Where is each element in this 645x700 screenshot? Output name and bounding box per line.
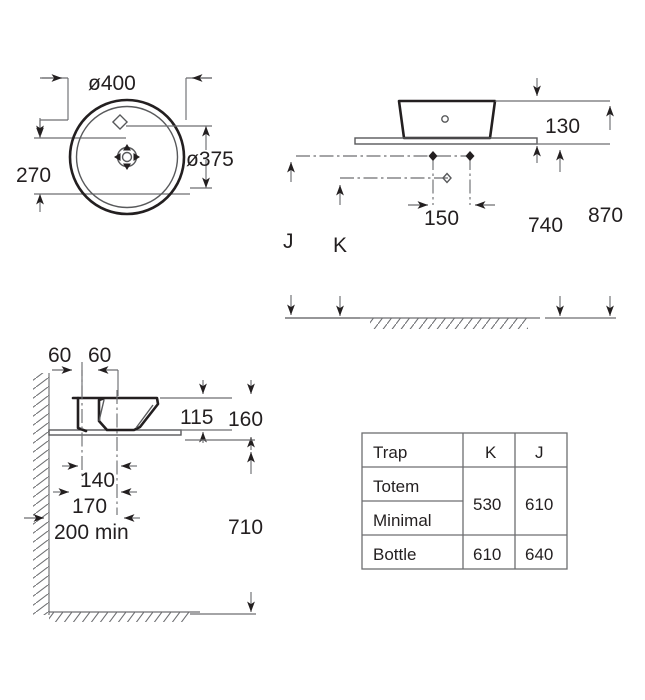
table-header-trap: Trap xyxy=(373,443,407,462)
dimension-ss-115: 115 xyxy=(160,380,232,443)
dim-label-fe-150: 150 xyxy=(424,207,459,230)
wall xyxy=(33,373,50,615)
dimension-ss-200-min: 200 min xyxy=(24,514,140,544)
dimension-fe-K: K xyxy=(333,185,347,316)
dimension-fe-740: 740 xyxy=(528,150,564,316)
section-centerlines xyxy=(81,362,118,515)
dim-label-ss-115: 115 xyxy=(180,406,213,429)
table-cell-bottle-k: 610 xyxy=(473,545,501,564)
dim-label-ss-160: 160 xyxy=(228,408,263,431)
dimension-plan-dia-400: ø400 xyxy=(40,72,212,121)
dim-label-plan-dia-375: ø375 xyxy=(186,148,234,171)
basin-outer-rim xyxy=(68,98,186,216)
table-header-j: J xyxy=(535,443,544,462)
dimension-ss-710: 710 xyxy=(185,439,263,615)
dim-label-ss-60a: 60 xyxy=(48,344,71,367)
dim-label-ss-60b: 60 xyxy=(88,344,111,367)
dim-label-fe-K: K xyxy=(333,234,347,257)
dimension-fe-J: J xyxy=(283,162,360,319)
table-cell-merged-j: 610 xyxy=(525,495,553,514)
front-elevation-view: 150 J K 130 xyxy=(283,78,623,329)
table-row-trap-name-2: Bottle xyxy=(373,545,416,564)
dimension-fe-130: 130 xyxy=(495,78,610,163)
table-header-k: K xyxy=(485,443,497,462)
table-cell-bottle-j: 640 xyxy=(525,545,553,564)
dimension-plan-dia-375: ø375 xyxy=(126,125,234,189)
table-row-trap-name-1: Minimal xyxy=(373,511,432,530)
trap-table: Trap K J Totem Minimal 530 610 Bottle 61… xyxy=(361,432,568,570)
dimension-ss-160: 160 xyxy=(228,380,263,450)
basin-body-elevation xyxy=(397,99,497,140)
basin-section-profile xyxy=(71,396,160,433)
dimension-ss-170: 170 xyxy=(53,488,137,518)
plan-view: ø400 270 xyxy=(16,72,234,216)
dimension-ss-140: 140 xyxy=(62,462,137,492)
dimension-plan-270: 270 xyxy=(16,118,190,212)
dimension-fe-870: 870 xyxy=(545,106,623,319)
tap-hole-icon xyxy=(111,113,129,131)
dimension-ss-60b: 60 xyxy=(88,344,119,396)
dim-label-fe-130: 130 xyxy=(545,115,580,138)
dim-label-ss-170: 170 xyxy=(72,495,107,518)
dimension-fe-150: 150 xyxy=(408,201,495,230)
waste-outlet-icon xyxy=(114,144,140,170)
dim-label-plan-270: 270 xyxy=(16,164,51,187)
basin-inner-bowl xyxy=(75,105,179,209)
dim-label-plan-dia-400: ø400 xyxy=(88,72,136,95)
tap-hole-icon-elevation xyxy=(441,115,449,123)
dim-label-ss-200-min: 200 min xyxy=(54,521,129,544)
dim-label-fe-870: 870 xyxy=(588,204,623,227)
table-row-trap-name-0: Totem xyxy=(373,477,419,496)
dim-label-fe-740: 740 xyxy=(528,214,563,237)
dimension-ss-60a: 60 xyxy=(48,344,83,396)
service-centerlines xyxy=(296,155,471,205)
floor-line-section xyxy=(49,611,200,622)
table-cell-merged-k: 530 xyxy=(473,495,501,514)
dim-label-fe-J: J xyxy=(283,230,294,253)
countertop-slab xyxy=(354,137,538,145)
service-point-markers xyxy=(428,151,475,184)
side-section-view: 60 60 115 160 140 xyxy=(24,344,263,622)
floor-line-elevation xyxy=(285,317,540,329)
dim-label-ss-140: 140 xyxy=(80,469,115,492)
dim-label-ss-710: 710 xyxy=(228,516,263,539)
